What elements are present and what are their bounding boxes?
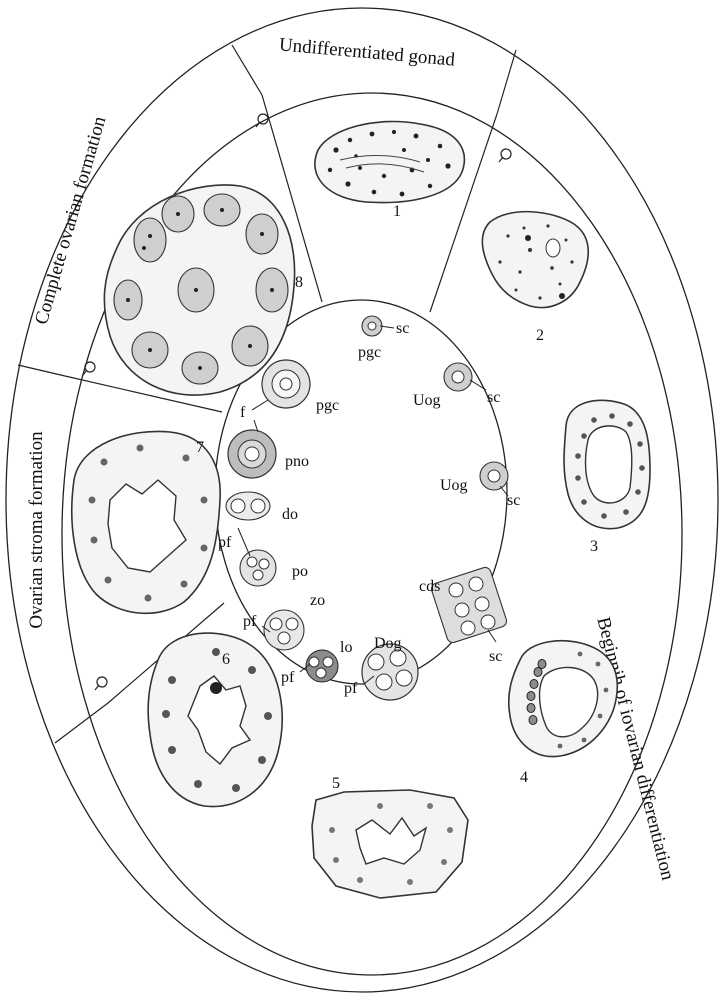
label-sc-cds: sc <box>489 648 502 665</box>
label-pgc-left: pgc <box>316 397 339 414</box>
label-uog-2: Uog <box>440 477 468 494</box>
title-complete-ovarian-formation: Complete ovarian formation <box>31 114 111 327</box>
label-pf-lo: pf <box>281 669 295 686</box>
stage-2-gonad-section <box>482 212 588 308</box>
label-uog-1: Uog <box>413 392 441 409</box>
label-pf-dog: pf <box>344 680 358 697</box>
female-symbol-icon <box>256 114 268 127</box>
cell-cds-cluster <box>430 566 508 644</box>
label-pf-zo: pf <box>243 613 257 630</box>
female-symbol-icon <box>83 362 95 375</box>
stage-5-gonad-section <box>312 790 468 898</box>
label-pf-po: pf <box>218 534 232 551</box>
stage-number-6: 6 <box>222 651 230 668</box>
cell-uog-1 <box>444 363 472 391</box>
cell-pgc-top <box>362 316 382 336</box>
label-lo: lo <box>340 639 352 656</box>
title-undifferentiated-gonad: Undifferentiated gonad <box>278 34 456 70</box>
stage-3-gonad-section <box>564 400 650 528</box>
label-sc-uog-1: sc <box>487 389 500 406</box>
stage-7-gonad-section <box>72 431 220 613</box>
stage-8-gonad-section <box>104 185 294 395</box>
label-dog: Dog <box>374 635 402 652</box>
cell-dog-cluster <box>362 644 418 700</box>
label-zo: zo <box>310 592 325 609</box>
label-sc-uog-2: sc <box>507 492 520 509</box>
female-symbol-icon <box>499 149 511 162</box>
title-ovarian-stroma-formation: Ovarian stroma formation <box>26 431 47 629</box>
label-sc-top: sc <box>396 320 409 337</box>
cell-do <box>226 492 270 520</box>
stage-number-2: 2 <box>536 327 544 344</box>
stage-number-5: 5 <box>332 775 340 792</box>
female-symbol-icon <box>95 677 107 690</box>
cell-uog-2 <box>480 462 508 490</box>
cell-zo <box>264 610 304 650</box>
stage-number-3: 3 <box>590 538 598 555</box>
stage-1-gonad-section <box>315 122 464 203</box>
label-pgc-top: pgc <box>358 344 381 361</box>
stage-number-4: 4 <box>520 769 528 786</box>
label-f: f <box>240 404 246 421</box>
cell-lo <box>306 650 338 682</box>
stage-number-8: 8 <box>295 274 303 291</box>
label-pno: pno <box>285 453 309 470</box>
cell-po <box>240 550 276 586</box>
cell-pgc-left <box>262 360 310 408</box>
stage-6-gonad-section <box>148 633 282 806</box>
stage-number-1: 1 <box>393 203 401 220</box>
stage-number-7: 7 <box>196 439 204 456</box>
label-do: do <box>282 506 298 523</box>
stage-4-gonad-section <box>509 641 618 757</box>
label-po: po <box>292 563 308 580</box>
label-cds: cds <box>419 578 440 595</box>
cell-pno <box>228 430 276 478</box>
